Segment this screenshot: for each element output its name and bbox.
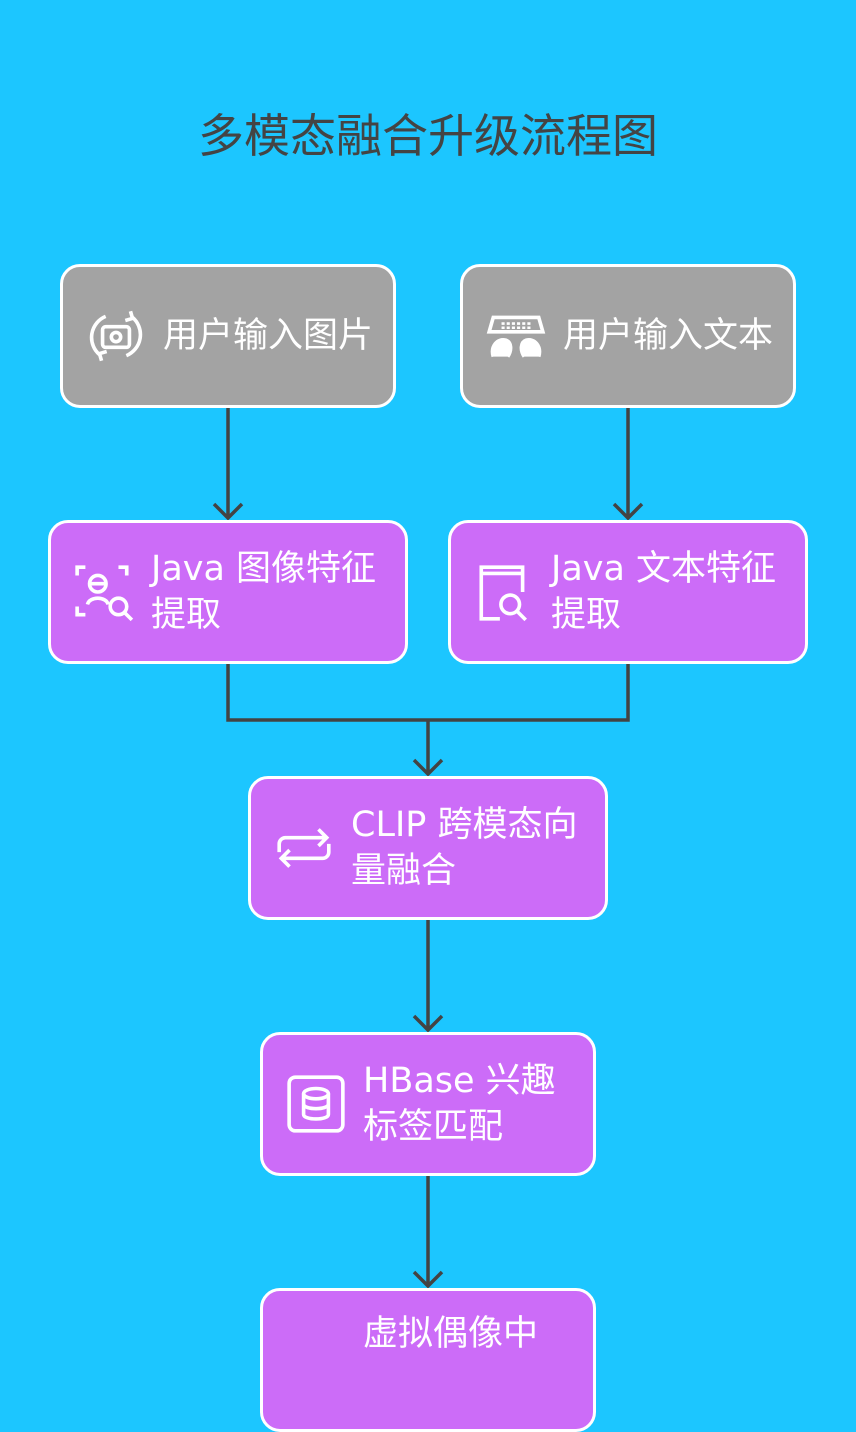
edge-image-to-java-image [212,408,244,521]
database-icon [287,1075,345,1133]
camera-rotate-icon [89,310,143,362]
keyboard-typing-icon [486,315,546,358]
node-user-input-text[interactable]: 用户输入文本 [460,264,796,408]
node-java-image-features[interactable]: Java 图像特征提取 [48,520,408,664]
edge-hbase-to-idol [412,1176,444,1289]
node-hbase-matching[interactable]: HBase 兴趣标签匹配 [260,1032,596,1176]
node-user-input-image[interactable]: 用户输入图片 [60,264,396,408]
document-search-icon [479,565,527,622]
connectors [212,408,644,1289]
node-java-text-features[interactable]: Java 文本特征提取 [448,520,808,664]
exchange-arrows-icon [277,828,331,868]
image-search-icon [75,565,134,622]
edge-text-to-java-text [612,408,644,521]
node-clip-fusion[interactable]: CLIP 跨模态向量融合 [248,776,608,920]
node-virtual-idol[interactable]: 虚拟偶像中 [260,1288,596,1432]
page-title: 多模态融合升级流程图 [198,109,658,163]
edge-features-to-clip [226,664,630,777]
edge-clip-to-hbase [412,920,444,1033]
